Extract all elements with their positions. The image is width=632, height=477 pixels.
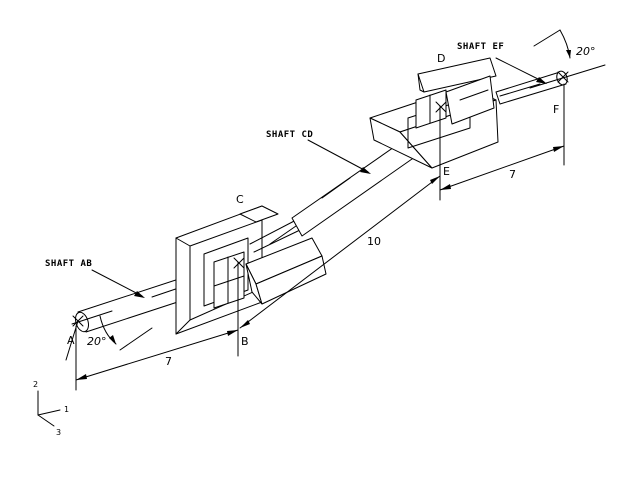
joint-mark-c [233, 257, 245, 269]
joint-mark-d [435, 101, 447, 113]
dimension-ef [439, 145, 565, 191]
dimension-be [239, 175, 441, 329]
reference-lines [75, 83, 565, 391]
axis-2-label: 2 [33, 380, 38, 389]
dimension-ab [75, 329, 239, 381]
angle-a-label: 20° [87, 335, 107, 348]
point-d-label: D [437, 52, 445, 65]
shaft-ab-label: SHAFT AB [45, 259, 92, 269]
leader-shaft-ef [495, 57, 547, 84]
shaft-cd-label: SHAFT CD [266, 130, 313, 140]
angle-f-label: 20° [576, 45, 596, 58]
angle-at-f [529, 29, 606, 89]
point-b-label: B [241, 335, 249, 348]
yoke-d [369, 57, 499, 169]
axis-triad: 2 1 3 [33, 380, 69, 437]
dimension-ef-label: 7 [509, 168, 516, 181]
yoke-c [175, 205, 327, 335]
leader-shaft-cd [307, 139, 371, 174]
axis-1-label: 1 [64, 405, 69, 414]
point-a-label: A [67, 334, 75, 347]
joint-mark-f [557, 71, 569, 83]
point-e-label: E [443, 165, 450, 178]
dimension-ab-label: 7 [165, 355, 172, 368]
point-f-label: F [553, 103, 559, 116]
leader-shaft-ab [91, 269, 145, 298]
point-c-label: C [236, 193, 244, 206]
shaft-ef-label: SHAFT EF [457, 42, 504, 52]
dimension-be-label: 10 [367, 235, 381, 248]
axis-3-label: 3 [56, 428, 61, 437]
